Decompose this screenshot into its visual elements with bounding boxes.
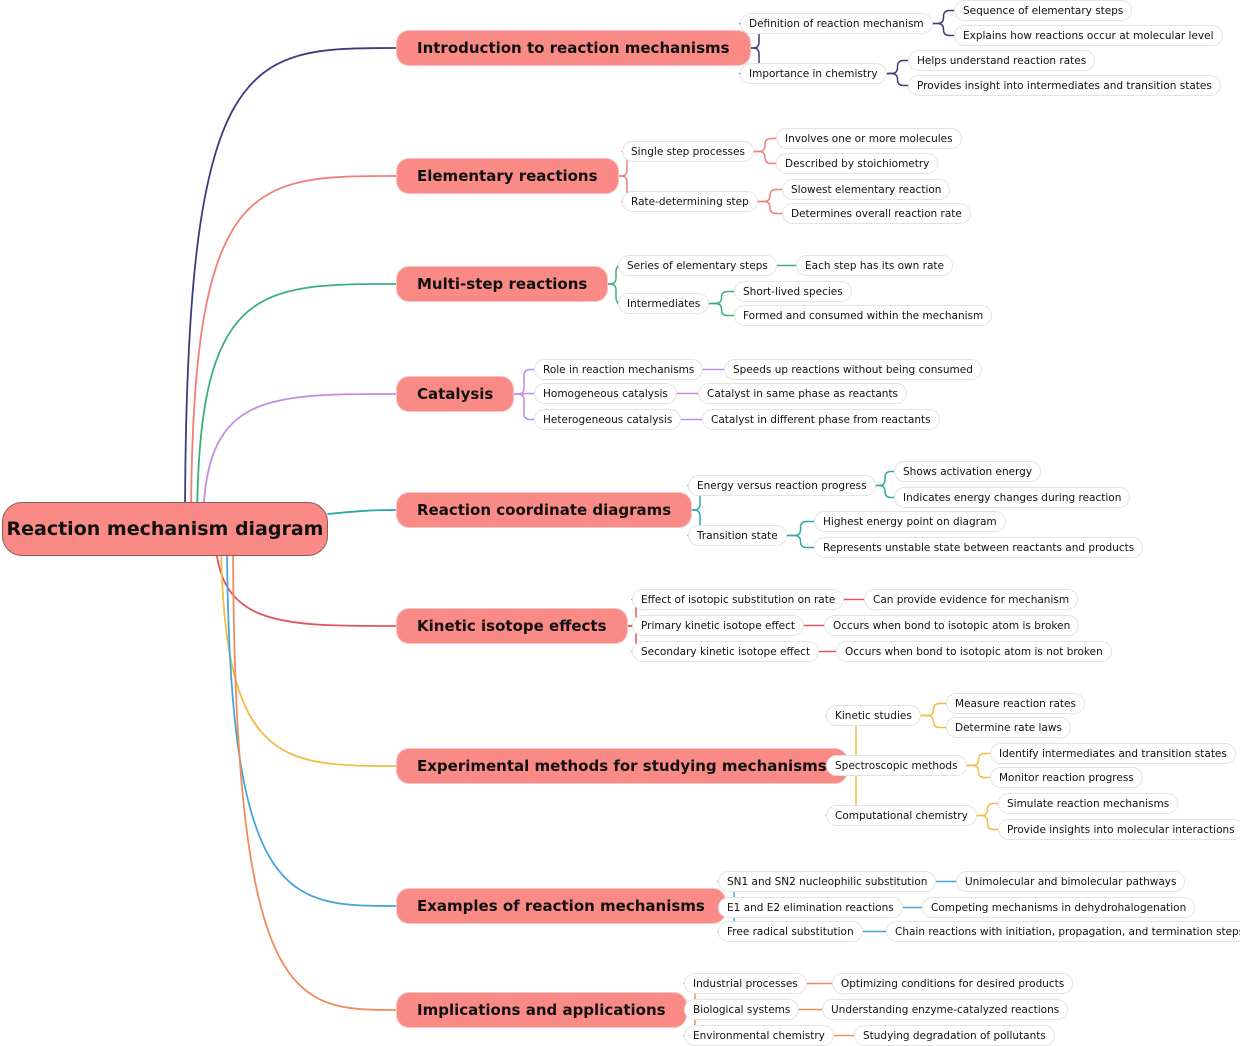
subtopic[interactable]: Kinetic studies <box>826 705 921 726</box>
connector-line <box>966 764 991 779</box>
leaf-topic[interactable]: Catalyst in different phase from reactan… <box>702 409 940 430</box>
leaf-topic[interactable]: Highest energy point on diagram <box>814 511 1006 532</box>
leaf-topic[interactable]: Represents unstable state between reacta… <box>814 537 1144 558</box>
connector-line <box>202 393 397 530</box>
leaf-topic[interactable]: Determine rate laws <box>946 717 1071 738</box>
leaf-topic[interactable]: Shows activation energy <box>894 461 1042 482</box>
connector-line <box>976 814 999 831</box>
subtopic[interactable]: Single step processes <box>622 141 754 162</box>
subtopic[interactable]: Heterogeneous catalysis <box>534 409 682 430</box>
connector-line <box>932 22 955 37</box>
leaf-topic[interactable]: Provide insights into molecular interact… <box>998 819 1240 840</box>
subtopic[interactable]: Free radical substitution <box>718 921 863 942</box>
subtopic[interactable]: Rate-determining step <box>622 191 758 212</box>
subtopic[interactable]: Environmental chemistry <box>684 1025 834 1046</box>
leaf-topic[interactable]: Involves one or more molecules <box>776 128 962 149</box>
connector-line <box>226 528 397 907</box>
connector-line <box>190 175 397 530</box>
leaf-topic[interactable]: Slowest elementary reaction <box>782 179 951 200</box>
leaf-topic[interactable]: Optimizing conditions for desired produc… <box>832 973 1074 994</box>
topic-reaction-coordinate-diagrams[interactable]: Reaction coordinate diagrams <box>396 492 693 528</box>
subtopic[interactable]: Secondary kinetic isotope effect <box>632 641 820 662</box>
leaf-topic[interactable]: Each step has its own rate <box>796 255 953 276</box>
subtopic[interactable]: Biological systems <box>684 999 800 1020</box>
connector-line <box>886 59 909 75</box>
connector-line <box>786 534 815 549</box>
leaf-topic[interactable]: Occurs when bond to isotopic atom is not… <box>836 641 1112 662</box>
subtopic[interactable]: Intermediates <box>618 293 710 314</box>
leaf-topic[interactable]: Can provide evidence for mechanism <box>864 589 1079 610</box>
leaf-topic[interactable]: Simulate reaction mechanisms <box>998 793 1179 814</box>
topic-catalysis[interactable]: Catalysis <box>396 376 515 412</box>
leaf-topic[interactable]: Explains how reactions occur at molecula… <box>954 25 1223 46</box>
connector-line <box>786 520 815 537</box>
connector-line <box>757 188 783 203</box>
connector-line <box>875 484 895 499</box>
connector-line <box>513 392 535 395</box>
leaf-topic[interactable]: Helps understand reaction rates <box>908 50 1096 71</box>
connector-line <box>196 283 397 530</box>
leaf-topic[interactable]: Formed and consumed within the mechanism <box>734 305 993 326</box>
leaf-topic[interactable]: Monitor reaction progress <box>990 767 1143 788</box>
connector-line <box>976 802 999 817</box>
topic-elementary-reactions[interactable]: Elementary reactions <box>396 158 619 194</box>
leaf-topic[interactable]: Speeds up reactions without being consum… <box>724 359 982 380</box>
connector-line <box>232 528 397 1011</box>
connector-line <box>920 714 947 729</box>
connector-line <box>966 752 991 767</box>
subtopic[interactable]: Primary kinetic isotope effect <box>632 615 805 636</box>
subtopic[interactable]: Computational chemistry <box>826 805 977 826</box>
leaf-topic[interactable]: Described by stoichiometry <box>776 153 939 174</box>
connector-line <box>708 302 735 317</box>
subtopic[interactable]: Role in reaction mechanisms <box>534 359 704 380</box>
connector-line <box>708 290 735 305</box>
leaf-topic[interactable]: Competing mechanisms in dehydrohalogenat… <box>922 897 1196 918</box>
connector-line <box>875 470 895 487</box>
connector-line <box>753 150 777 165</box>
connector-line <box>214 528 397 627</box>
leaf-topic[interactable]: Indicates energy changes during reaction <box>894 487 1131 508</box>
connector-line <box>920 702 947 717</box>
leaf-topic[interactable]: Understanding enzyme-catalyzed reactions <box>822 999 1069 1020</box>
leaf-topic[interactable]: Sequence of elementary steps <box>954 0 1133 21</box>
leaf-topic[interactable]: Identify intermediates and transition st… <box>990 743 1236 764</box>
connector-line <box>757 200 783 215</box>
root-topic[interactable]: Reaction mechanism diagram <box>2 502 328 556</box>
leaf-topic[interactable]: Occurs when bond to isotopic atom is bro… <box>824 615 1080 636</box>
leaf-topic[interactable]: Studying degradation of pollutants <box>854 1025 1055 1046</box>
connector-line <box>753 137 777 153</box>
leaf-topic[interactable]: Unimolecular and bimolecular pathways <box>956 871 1186 892</box>
topic-kinetic-isotope-effects[interactable]: Kinetic isotope effects <box>396 608 628 644</box>
subtopic[interactable]: Definition of reaction mechanism <box>740 13 933 34</box>
leaf-topic[interactable]: Short-lived species <box>734 281 852 302</box>
leaf-topic[interactable]: Catalyst in same phase as reactants <box>698 383 908 404</box>
subtopic[interactable]: Spectroscopic methods <box>826 755 967 776</box>
connector-line <box>220 528 397 767</box>
subtopic[interactable]: Homogeneous catalysis <box>534 383 677 404</box>
leaf-topic[interactable]: Determines overall reaction rate <box>782 203 971 224</box>
topic-implications-applications[interactable]: Implications and applications <box>396 992 687 1028</box>
connector-line <box>513 393 535 421</box>
connector-line <box>327 509 397 515</box>
topic-examples-of-mechanisms[interactable]: Examples of reaction mechanisms <box>396 888 726 924</box>
subtopic[interactable]: E1 and E2 elimination reactions <box>718 897 903 918</box>
subtopic[interactable]: Series of elementary steps <box>618 255 777 276</box>
subtopic[interactable]: Importance in chemistry <box>740 63 887 84</box>
subtopic[interactable]: Transition state <box>688 525 787 546</box>
subtopic[interactable]: Energy versus reaction progress <box>688 475 876 496</box>
connector-line <box>513 368 535 395</box>
connector-line <box>886 72 909 87</box>
leaf-topic[interactable]: Measure reaction rates <box>946 693 1085 714</box>
topic-experimental-methods[interactable]: Experimental methods for studying mechan… <box>396 748 848 784</box>
subtopic[interactable]: Effect of isotopic substitution on rate <box>632 589 845 610</box>
subtopic[interactable]: Industrial processes <box>684 973 807 994</box>
subtopic[interactable]: SN1 and SN2 nucleophilic substitution <box>718 871 937 892</box>
topic-multi-step-reactions[interactable]: Multi-step reactions <box>396 266 609 302</box>
leaf-topic[interactable]: Chain reactions with initiation, propaga… <box>886 921 1240 942</box>
connector-line <box>932 9 955 25</box>
leaf-topic[interactable]: Provides insight into intermediates and … <box>908 75 1221 96</box>
topic-introduction[interactable]: Introduction to reaction mechanisms <box>396 30 751 66</box>
connector-line <box>184 47 397 530</box>
